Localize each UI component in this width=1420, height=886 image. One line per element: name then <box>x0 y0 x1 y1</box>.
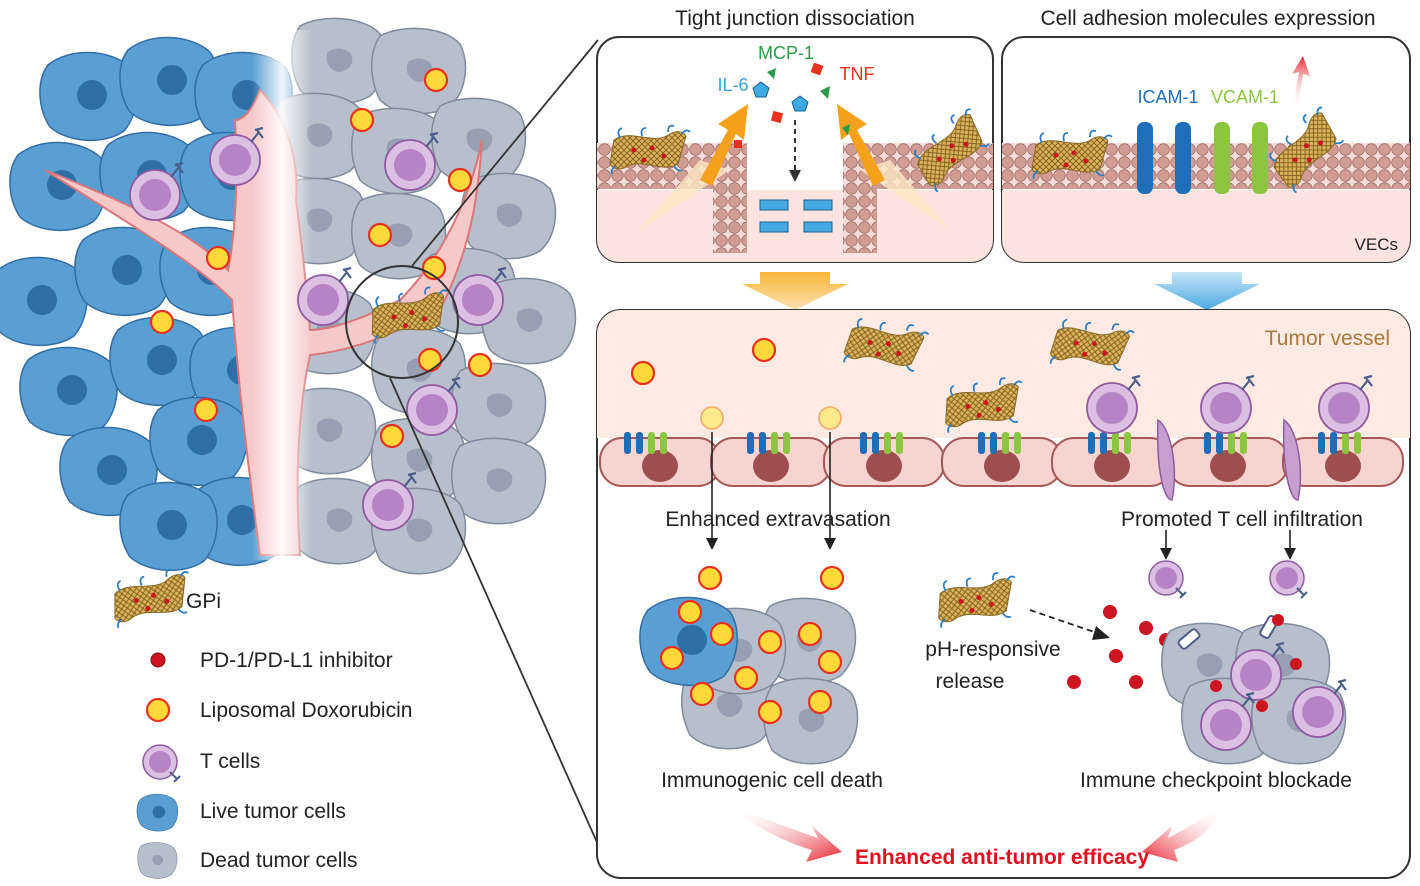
icam-label: ICAM-1 <box>1137 87 1198 107</box>
vcam-protein <box>1252 122 1268 194</box>
live-tumor-cell-icon <box>136 793 179 832</box>
t-cell-icon <box>142 744 181 783</box>
legend-live-label: Live tumor cells <box>200 800 346 823</box>
release-label: release <box>936 670 1005 693</box>
mcp1-label: MCP-1 <box>758 43 814 63</box>
il6-label: IL-6 <box>717 75 748 95</box>
live-tumor-cell <box>19 346 118 437</box>
dead-tumor-cell-icon <box>137 842 178 879</box>
dead-tumor-cell <box>450 437 547 525</box>
legend-gpi-label: GPi <box>186 590 221 613</box>
legend-dox-label: Liposomal Doxorubicin <box>200 699 412 722</box>
blue-down-arrow <box>1154 272 1260 310</box>
legend-tcells-label: T cells <box>200 750 260 773</box>
zoom-line-bottom <box>389 377 605 859</box>
liposomal-dox-icon <box>145 697 171 723</box>
zoom-line-top <box>411 39 599 267</box>
enhanced-extravasation-label: Enhanced extravasation <box>665 508 890 531</box>
zoom-circle <box>345 265 459 379</box>
tumor-vessel-label: Tumor vessel <box>1265 327 1390 350</box>
vcam-protein <box>1214 122 1230 194</box>
promoted-t-cell-infiltration-label: Promoted T cell infiltration <box>1121 508 1363 531</box>
tumor-illustration <box>0 17 605 859</box>
tight-junction-title: Tight junction dissociation <box>675 7 915 30</box>
tnf-label: TNF <box>840 64 875 84</box>
panel-cell-adhesion: Cell adhesion molecules expression ICAM-… <box>1001 7 1411 263</box>
red-up-arrow-icon <box>1292 56 1310 108</box>
live-tumor-cell <box>9 141 108 232</box>
enhanced-anti-tumor-efficacy-label: Enhanced anti-tumor efficacy <box>855 846 1149 869</box>
icam-protein <box>1137 122 1153 194</box>
checkpoint-blockade-cluster <box>1148 560 1348 765</box>
vcam-label: VCAM-1 <box>1211 87 1279 107</box>
red-arrow-left <box>730 808 842 862</box>
adhering-t-cells <box>1085 374 1374 501</box>
dead-tumor-cell <box>450 362 547 450</box>
live-tumor-cell <box>0 256 88 347</box>
legend-dead-label: Dead tumor cells <box>200 849 358 872</box>
live-tumor-cell <box>119 481 218 572</box>
orange-arrow-left <box>700 104 748 186</box>
red-arrow-right <box>1142 808 1224 862</box>
cell-adhesion-title: Cell adhesion molecules expression <box>1040 7 1375 30</box>
gpi-icon <box>107 565 197 630</box>
legend-inhibitor-label: PD-1/PD-L1 inhibitor <box>200 649 393 672</box>
panel-mechanism: Tumor vessel <box>596 309 1411 879</box>
orange-down-arrow <box>742 272 848 310</box>
release-arrow <box>1029 609 1101 635</box>
panel-tight-junction: Tight junction dissociation <box>596 7 999 263</box>
ph-responsive-label: pH-responsive <box>925 638 1060 661</box>
vecs-label: VECs <box>1355 235 1398 254</box>
inhibitor-icon <box>150 652 166 668</box>
immune-checkpoint-blockade-label: Immune checkpoint blockade <box>1080 769 1352 792</box>
icam-protein <box>1175 122 1191 194</box>
legend: GPi PD-1/PD-L1 inhibitor Liposomal Doxor… <box>107 565 412 879</box>
immunogenic-cell-death-label: Immunogenic cell death <box>661 769 883 792</box>
released-inhibitors <box>1067 605 1173 689</box>
cytokine-particles <box>734 62 850 148</box>
